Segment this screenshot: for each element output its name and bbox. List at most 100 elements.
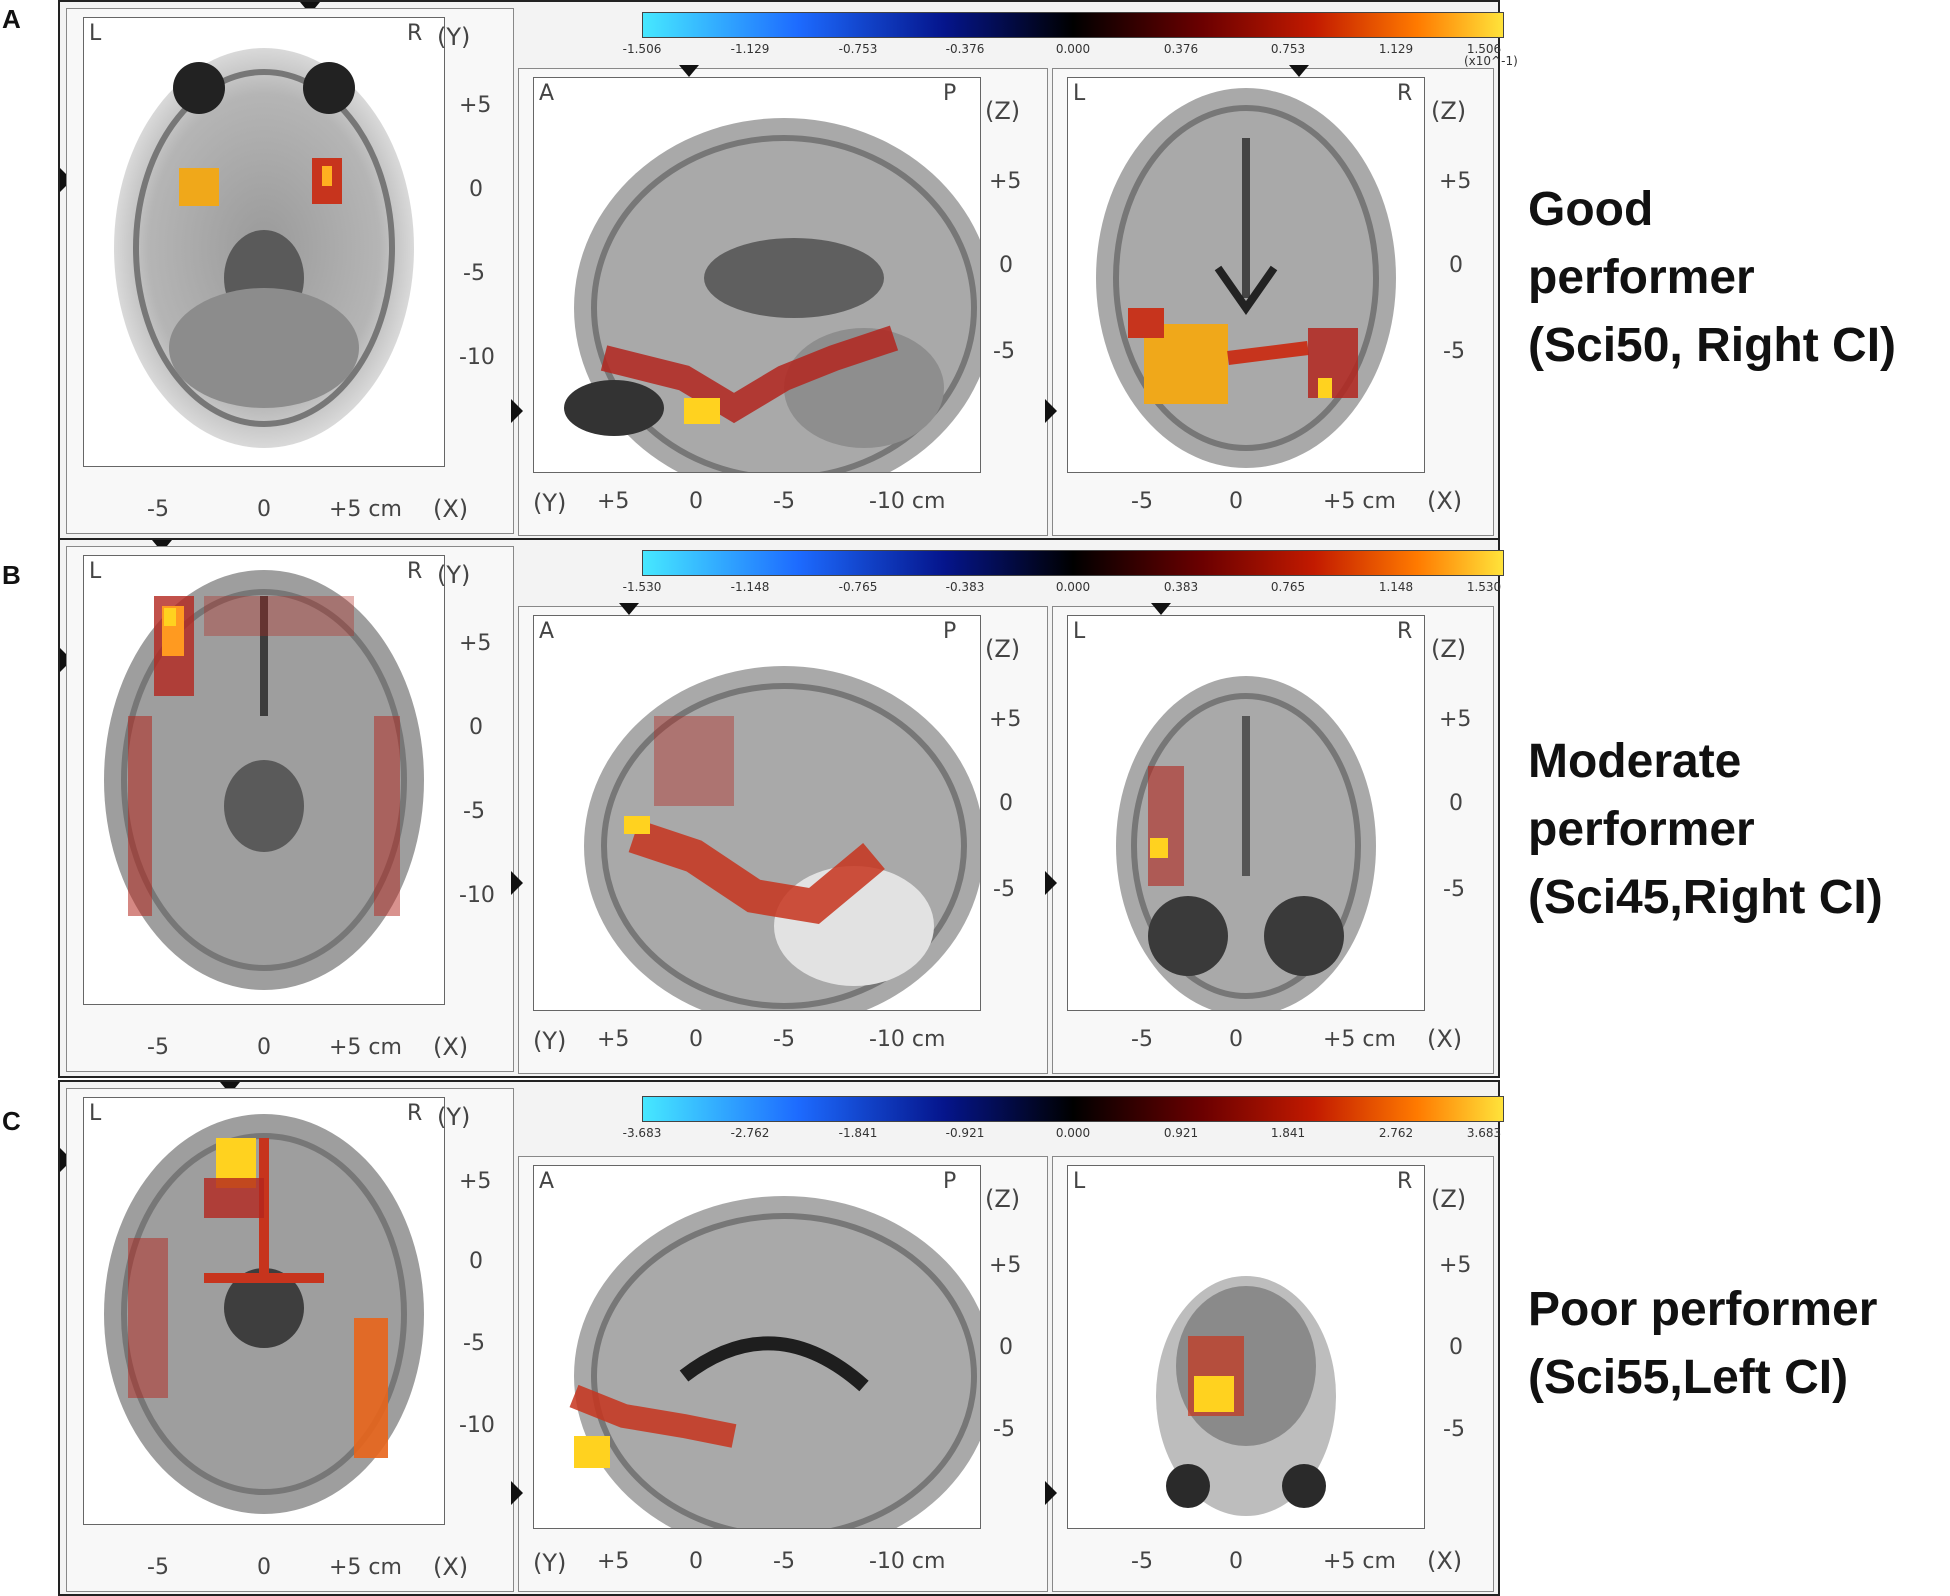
coronal-xtick: +5 cm <box>1323 489 1396 514</box>
coronal-view[interactable] <box>1067 615 1425 1011</box>
axial-corner-right: R <box>407 559 423 584</box>
axial-xtick: +5 cm <box>329 1555 402 1580</box>
axial-ytick: -10 <box>459 883 495 908</box>
axial-corner-left: L <box>89 1101 102 1126</box>
sagittal-xtick: -10 cm <box>869 1027 946 1052</box>
axial-ytick: -5 <box>463 799 485 824</box>
coronal-x-axis: (X) <box>1427 1547 1463 1575</box>
colorbar-tick: -1.148 <box>730 580 770 594</box>
axial-xtick: -5 <box>147 1555 169 1580</box>
colorbar-tick: -2.762 <box>730 1126 770 1140</box>
coronal-brain-image <box>1156 1276 1336 1516</box>
coronal-ytick: -5 <box>1443 1417 1465 1442</box>
axial-view[interactable] <box>83 1097 445 1525</box>
sagittal-xtick: -5 <box>773 489 795 514</box>
activation-left <box>1148 766 1184 886</box>
sagittal-ytick: -5 <box>993 877 1015 902</box>
colorbar-gradient <box>642 1096 1504 1122</box>
axial-xtick: 0 <box>257 497 271 522</box>
colorbar-tick: 3.683 <box>1466 1126 1502 1140</box>
coronal-xtick: +5 cm <box>1323 1549 1396 1574</box>
slice-marker-top <box>1151 603 1171 615</box>
axial-view[interactable] <box>83 17 445 467</box>
performance-label-c: Poor performer (Sci55,Left CI) <box>1528 1276 1877 1412</box>
colorbar-tick: -1.506 <box>622 42 662 56</box>
sagittal-view[interactable] <box>533 1165 981 1529</box>
coronal-z-axis: (Z) <box>1431 1185 1467 1213</box>
colorbar-tick: -0.765 <box>838 580 878 594</box>
sagittal-panel: A P (Z) +5 0 -5 (Y) +5 0 -5 -10 cm <box>511 603 1048 1074</box>
axial-x-axis: (X) <box>433 1033 469 1061</box>
colorbar-gradient <box>642 550 1504 576</box>
performance-line: performer <box>1528 803 1755 856</box>
colorbar-tick: -1.530 <box>622 580 662 594</box>
performance-label-b: Moderate performer (Sci45,Right CI) <box>1528 728 1883 932</box>
coronal-x-axis: (X) <box>1427 487 1463 515</box>
sagittal-ytick: 0 <box>999 791 1013 816</box>
coronal-xtick: +5 cm <box>1323 1027 1396 1052</box>
sagittal-xtick: -10 cm <box>869 489 946 514</box>
sagittal-z-axis: (Z) <box>985 1185 1021 1213</box>
axial-ytick: 0 <box>469 1249 483 1274</box>
performance-line: Moderate <box>1528 735 1742 788</box>
sagittal-z-axis: (Z) <box>985 97 1021 125</box>
sagittal-x-axis: (Y) <box>533 1549 567 1577</box>
axial-corner-left: L <box>89 21 102 46</box>
row-letter-a: A <box>2 4 21 34</box>
slice-marker-left <box>511 1481 523 1505</box>
axial-y-axis: (Y) <box>437 1103 471 1131</box>
performance-line: (Sci55,Left CI) <box>1528 1351 1849 1404</box>
colorbar-tick: 0.000 <box>1055 580 1091 594</box>
axial-view[interactable] <box>83 555 445 1005</box>
colorbar-tick: -3.683 <box>622 1126 662 1140</box>
sagittal-ytick: 0 <box>999 253 1013 278</box>
sagittal-view[interactable] <box>533 615 981 1011</box>
axial-brain-image <box>104 1114 424 1514</box>
coronal-xtick: -5 <box>1131 1027 1153 1052</box>
colorbar-tick: 0.753 <box>1270 42 1306 56</box>
sagittal-xtick: +5 <box>597 489 630 514</box>
slice-marker-top <box>1289 65 1309 77</box>
coronal-brain-image <box>1116 676 1376 1010</box>
colorbar-tick: -0.753 <box>838 42 878 56</box>
colorbar-tick: 0.000 <box>1055 1126 1091 1140</box>
coronal-ytick: +5 <box>1439 1253 1472 1278</box>
axial-panel: L R (Y) +5 0 -5 -10 -5 0 +5 cm (X) <box>66 1088 514 1592</box>
axial-ytick: 0 <box>469 177 483 202</box>
axial-xtick: +5 cm <box>329 1035 402 1060</box>
coronal-ytick: 0 <box>1449 1335 1463 1360</box>
axial-ytick: +5 <box>459 93 492 118</box>
axial-ytick: -5 <box>463 261 485 286</box>
coronal-view[interactable] <box>1067 1165 1425 1529</box>
colorbar-tick: 0.921 <box>1163 1126 1199 1140</box>
performance-line: Poor performer <box>1528 1283 1878 1336</box>
colorbar-tick: 0.765 <box>1270 580 1306 594</box>
axial-x-axis: (X) <box>433 1553 469 1581</box>
colorbar-tick: -0.383 <box>945 580 985 594</box>
activation-region <box>600 325 899 424</box>
coronal-ytick: -5 <box>1443 877 1465 902</box>
coronal-ytick: +5 <box>1439 707 1472 732</box>
row-letter-b: B <box>2 560 21 590</box>
sagittal-xtick: -5 <box>773 1027 795 1052</box>
colorbar-tick: -1.129 <box>730 42 770 56</box>
axial-brain-image <box>114 48 414 448</box>
coronal-xtick: 0 <box>1229 1027 1243 1052</box>
performance-line: performer <box>1528 251 1755 304</box>
sagittal-ytick: +5 <box>989 707 1022 732</box>
coronal-view[interactable] <box>1067 77 1425 473</box>
axial-xtick: +5 cm <box>329 497 402 522</box>
sagittal-corner-right: P <box>943 1169 957 1194</box>
colorbar-tick: 1.506 <box>1466 42 1502 56</box>
axial-ytick: -10 <box>459 345 495 370</box>
performance-line: (Sci45,Right CI) <box>1528 871 1883 924</box>
sagittal-view[interactable] <box>533 77 981 473</box>
axial-xtick: 0 <box>257 1555 271 1580</box>
colorbar-exponent: (x10^-1) <box>1464 54 1518 68</box>
coronal-ytick: 0 <box>1449 791 1463 816</box>
colorbar-tick: 1.129 <box>1378 42 1414 56</box>
axial-ytick: 0 <box>469 715 483 740</box>
coronal-ytick: +5 <box>1439 169 1472 194</box>
coronal-z-axis: (Z) <box>1431 635 1467 663</box>
axial-panel: L R (Y) +5 0 -5 -10 -5 0 +5 cm (X) <box>66 8 514 534</box>
